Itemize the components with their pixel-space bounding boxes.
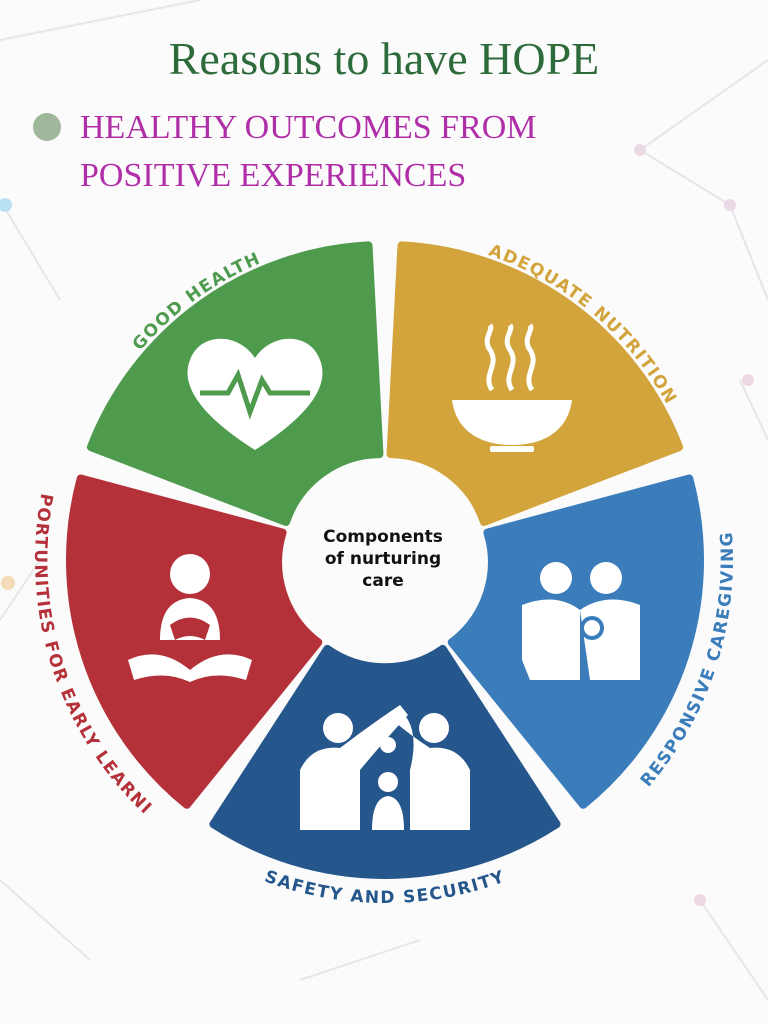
subtitle-line-2: POSITIVE EXPERIENCES [80,157,467,194]
heart-pulse-icon [187,338,323,450]
center-line-1: Components [323,527,443,547]
bullet-dot [33,113,61,141]
slide-subtitle: HEALTHY OUTCOMES FROM POSITIVE EXPERIENC… [80,104,537,200]
family-shelter-icon [300,705,470,830]
center-line-2: of nurturing [324,549,442,569]
hot-bowl-icon [452,323,572,452]
center-label: Components of nurturing care [283,526,483,592]
child-reading-icon [128,554,252,682]
parents-baby-icon [522,562,640,680]
segment-safety-and-security [209,644,561,879]
slide-title: Reasons to have HOPE [168,33,600,84]
segment-adequate-nutrition [386,241,684,527]
center-line-3: care [362,571,404,591]
subtitle-line-1: HEALTHY OUTCOMES FROM [80,109,537,146]
segment-opportunities-for-early-learning [66,474,323,809]
